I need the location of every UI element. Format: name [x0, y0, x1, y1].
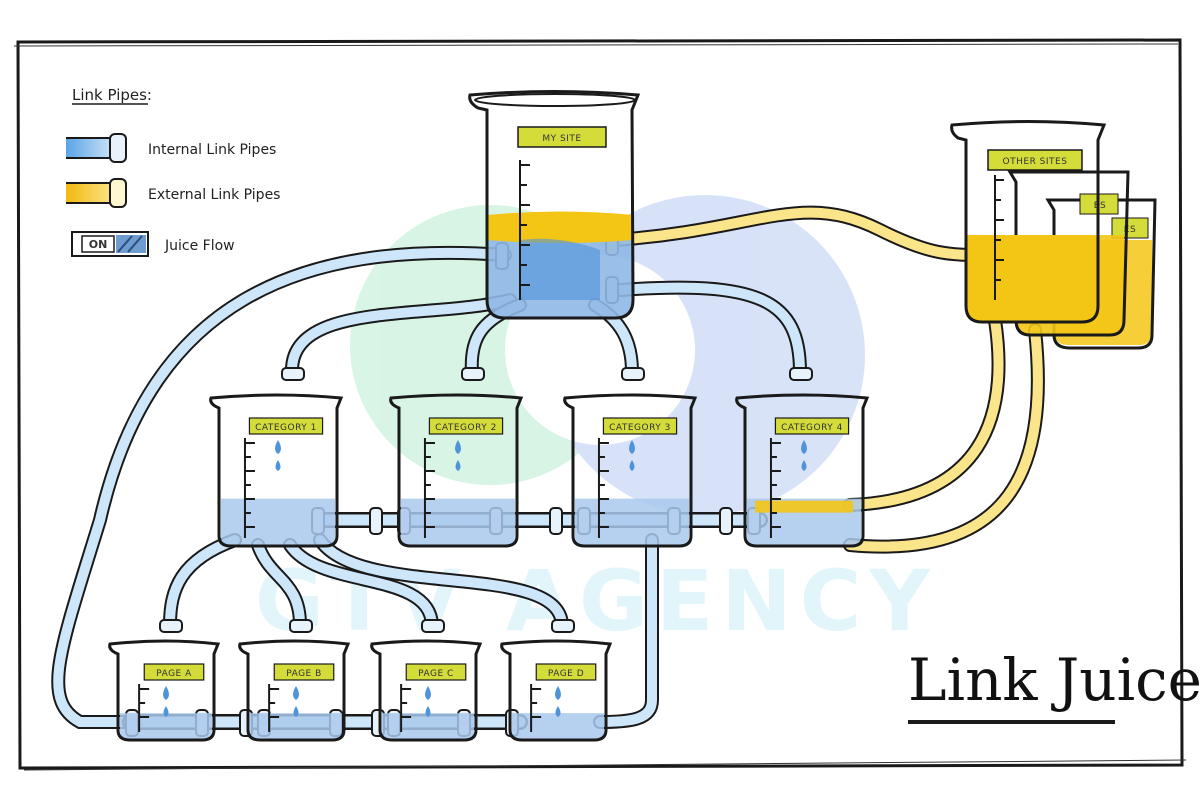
category-beakers: CATEGORY 1 CATEGORY 2 CATEGORY 3 CATEGORY 4 — [209, 393, 870, 548]
internal-pipe-label: Internal Link Pipes — [148, 142, 276, 158]
beaker-page-c: PAGE C — [370, 639, 483, 742]
label-tape — [774, 417, 850, 435]
juice-flow-toggle: ON — [71, 231, 149, 257]
label-tape — [405, 663, 467, 681]
title-text: Link Juice — [908, 646, 1200, 714]
beaker-page-c-label: PAGE C — [418, 669, 454, 679]
beaker-page-d-label: PAGE D — [548, 669, 584, 679]
beaker-my-site: MY SITE — [468, 90, 641, 320]
label-tape — [535, 663, 597, 681]
my-site-label: MY SITE — [542, 134, 581, 144]
legend: Link Pipes: Internal Link Pipes External… — [66, 86, 280, 257]
beaker-page-d: PAGE D — [500, 639, 613, 742]
beaker-category-1: CATEGORY 1 — [209, 393, 344, 548]
juice-drop-icon — [629, 440, 635, 454]
legend-title: Link Pipes: — [72, 86, 152, 104]
label-tape — [602, 417, 678, 435]
other-sites-label: OTHER SITES — [1003, 157, 1068, 167]
beaker-page-a: PAGE A — [108, 639, 221, 742]
label-tape — [273, 663, 335, 681]
beaker-other-sites: OTHER SITES — [950, 120, 1107, 324]
toggle-state: ON — [89, 238, 108, 251]
internal-pipe-swatch — [66, 133, 127, 163]
external-pipe-label: External Link Pipes — [148, 187, 280, 203]
juice-drop-icon — [293, 686, 299, 700]
beaker-category-2-label: CATEGORY 2 — [435, 423, 497, 433]
label-tape — [248, 417, 324, 435]
label-tape — [428, 417, 504, 435]
external-pipes — [608, 205, 1045, 554]
beaker-category-4: CATEGORY 4 — [735, 393, 870, 548]
juice-drop-icon — [275, 440, 281, 454]
other-sites-3-label: ES — [1124, 225, 1136, 235]
beaker-category-2: CATEGORY 2 — [389, 393, 524, 548]
beaker-page-b-label: PAGE B — [286, 669, 322, 679]
juice-drop-icon — [163, 686, 169, 700]
beaker-category-3-label: CATEGORY 3 — [609, 423, 671, 433]
juice-drop-icon — [425, 686, 431, 700]
juice-drop-icon — [555, 686, 561, 700]
juice-drop-icon — [455, 440, 461, 454]
page-beakers: PAGE A PAGE B PAGE C PAGE D — [108, 639, 613, 742]
beaker-category-4-label: CATEGORY 4 — [781, 423, 843, 433]
external-pipe-swatch — [66, 178, 127, 208]
other-sites-2-label: ES — [1094, 201, 1106, 211]
beaker-category-1-label: CATEGORY 1 — [255, 423, 317, 433]
beaker-page-a-label: PAGE A — [156, 669, 192, 679]
juice-drop-icon — [801, 440, 807, 454]
beaker-page-b: PAGE B — [238, 639, 351, 742]
beaker-category-3: CATEGORY 3 — [563, 393, 698, 548]
juice-flow-label: Juice Flow — [164, 238, 235, 254]
diagram-title: Link Juice — [908, 646, 1200, 724]
label-tape — [143, 663, 205, 681]
sketch-frame — [13, 38, 1187, 771]
